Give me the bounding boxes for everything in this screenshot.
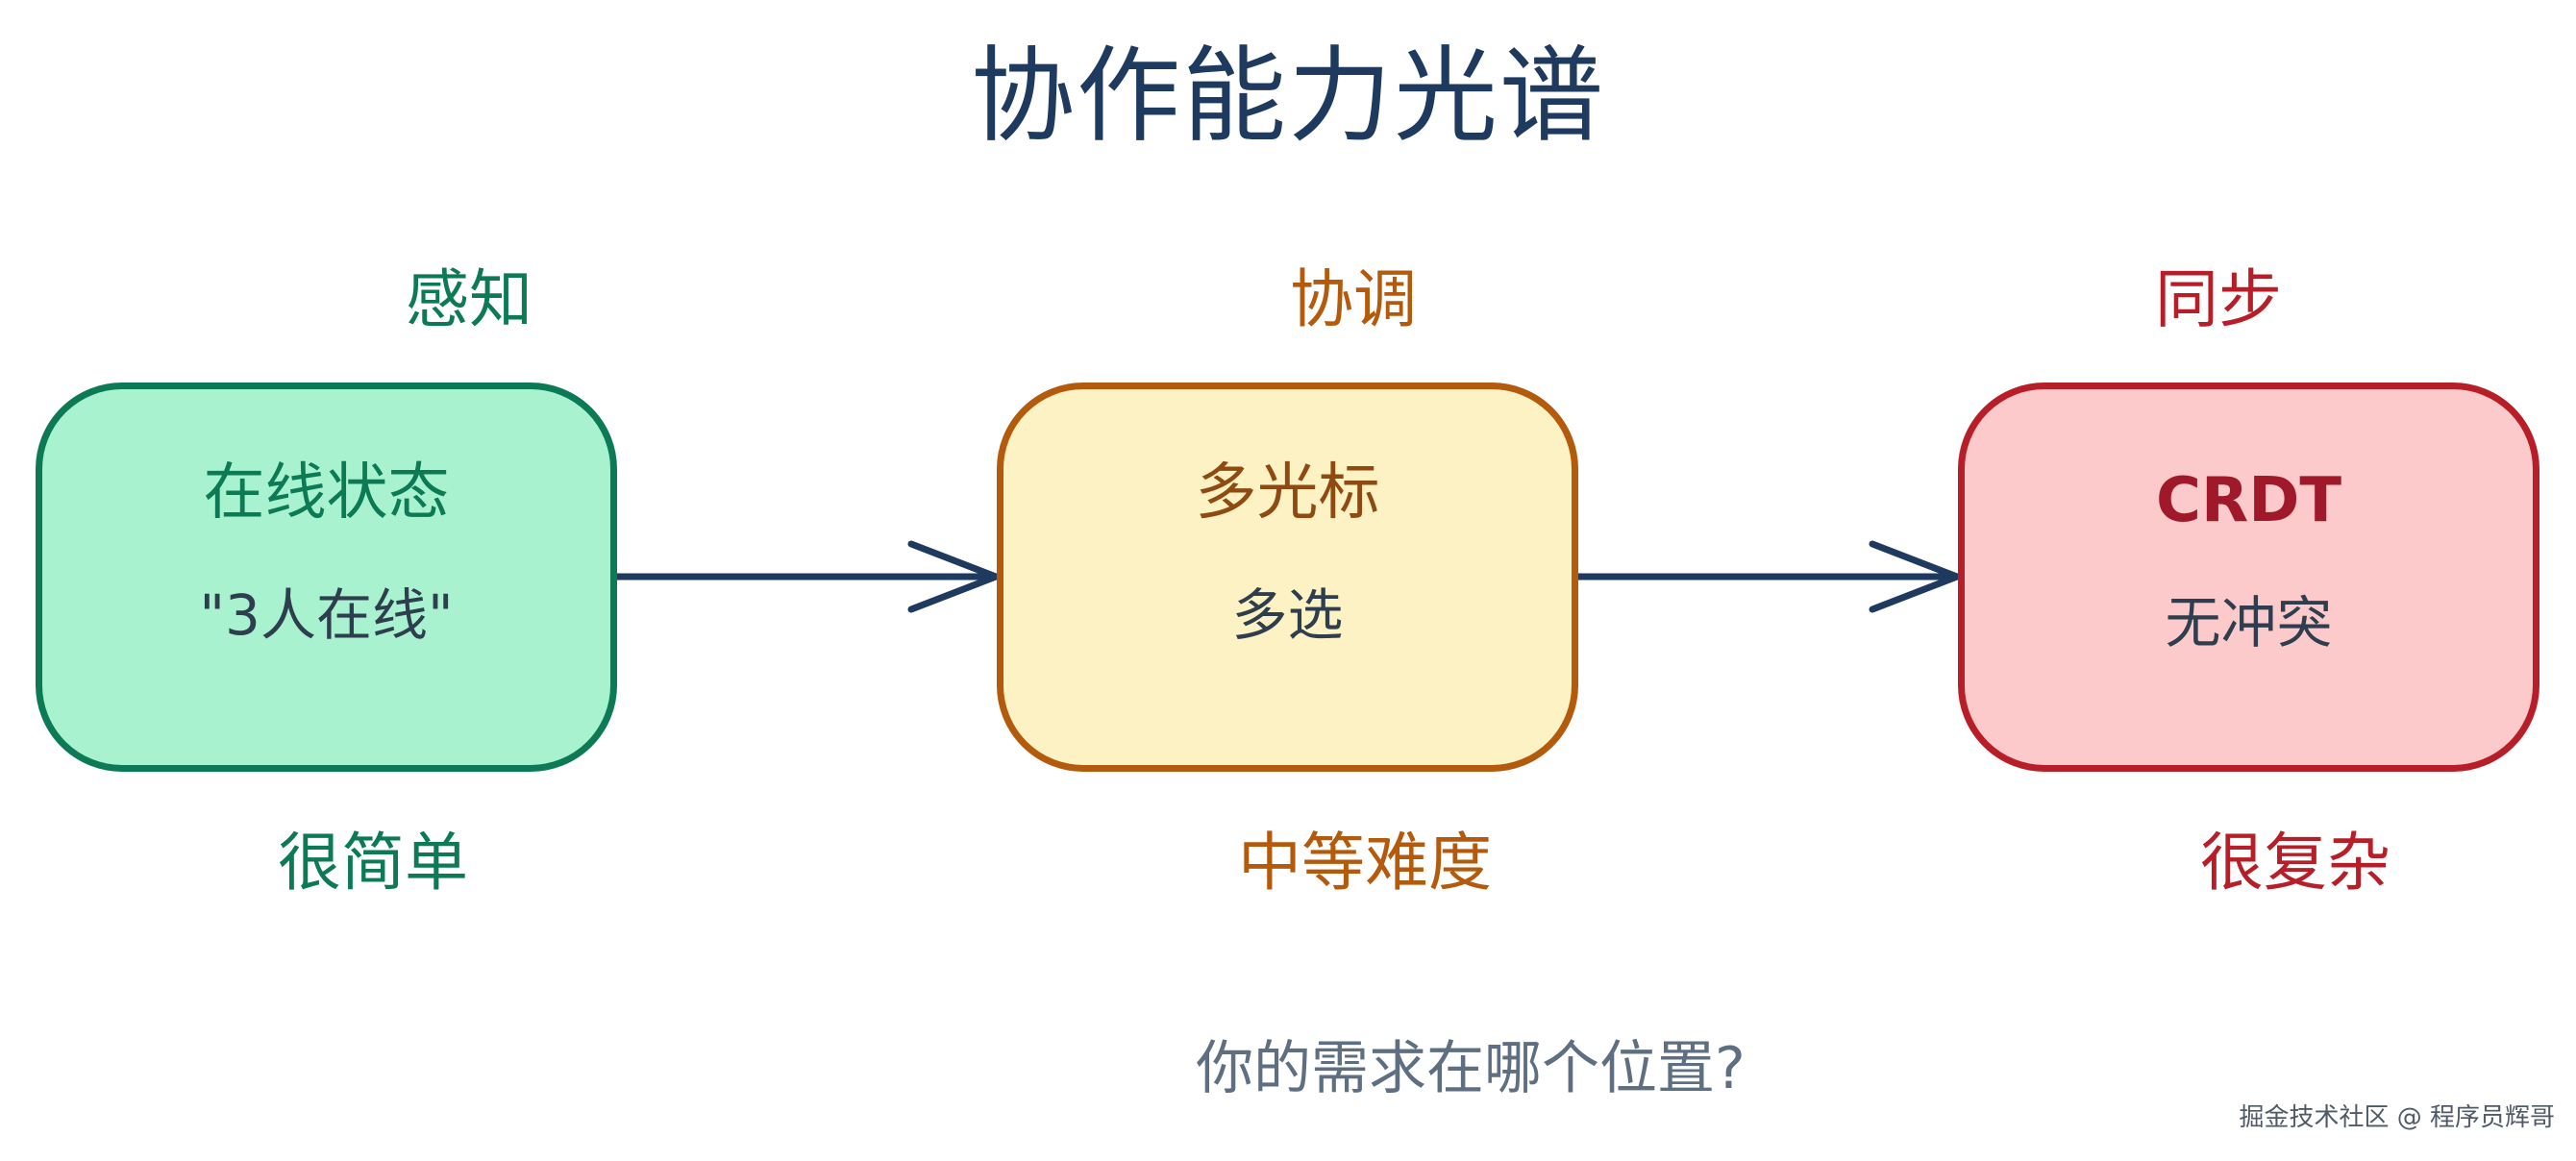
difficulty-sync: 很复杂 xyxy=(2200,826,2390,900)
difficulty-coordination: 中等难度 xyxy=(1238,826,1492,900)
box-awareness: 在线状态 "3人在线" xyxy=(36,383,617,772)
closing-question: 你的需求在哪个位置? xyxy=(1196,1035,1746,1102)
box-sync-main: CRDT xyxy=(2155,465,2342,536)
arrow-awareness-to-coordination xyxy=(613,540,1000,613)
box-sync-sub: 无冲突 xyxy=(2165,590,2333,655)
difficulty-awareness: 很简单 xyxy=(278,826,468,900)
box-coordination: 多光标 多选 xyxy=(997,383,1578,772)
box-coordination-sub: 多选 xyxy=(1231,582,1344,648)
box-sync: CRDT 无冲突 xyxy=(1958,383,2539,772)
stage-label-awareness: 感知 xyxy=(406,262,533,336)
stage-label-sync: 同步 xyxy=(2155,262,2282,336)
box-awareness-main: 在线状态 xyxy=(203,457,450,529)
stage-label-coordination: 协调 xyxy=(1290,262,1417,336)
box-awareness-sub: "3人在线" xyxy=(199,582,454,648)
box-coordination-main: 多光标 xyxy=(1195,457,1380,529)
diagram-title: 协作能力光谱 xyxy=(970,37,1605,157)
watermark: 掘金技术社区 @ 程序员辉哥 xyxy=(2239,1103,2555,1132)
arrow-coordination-to-sync xyxy=(1574,540,1961,613)
